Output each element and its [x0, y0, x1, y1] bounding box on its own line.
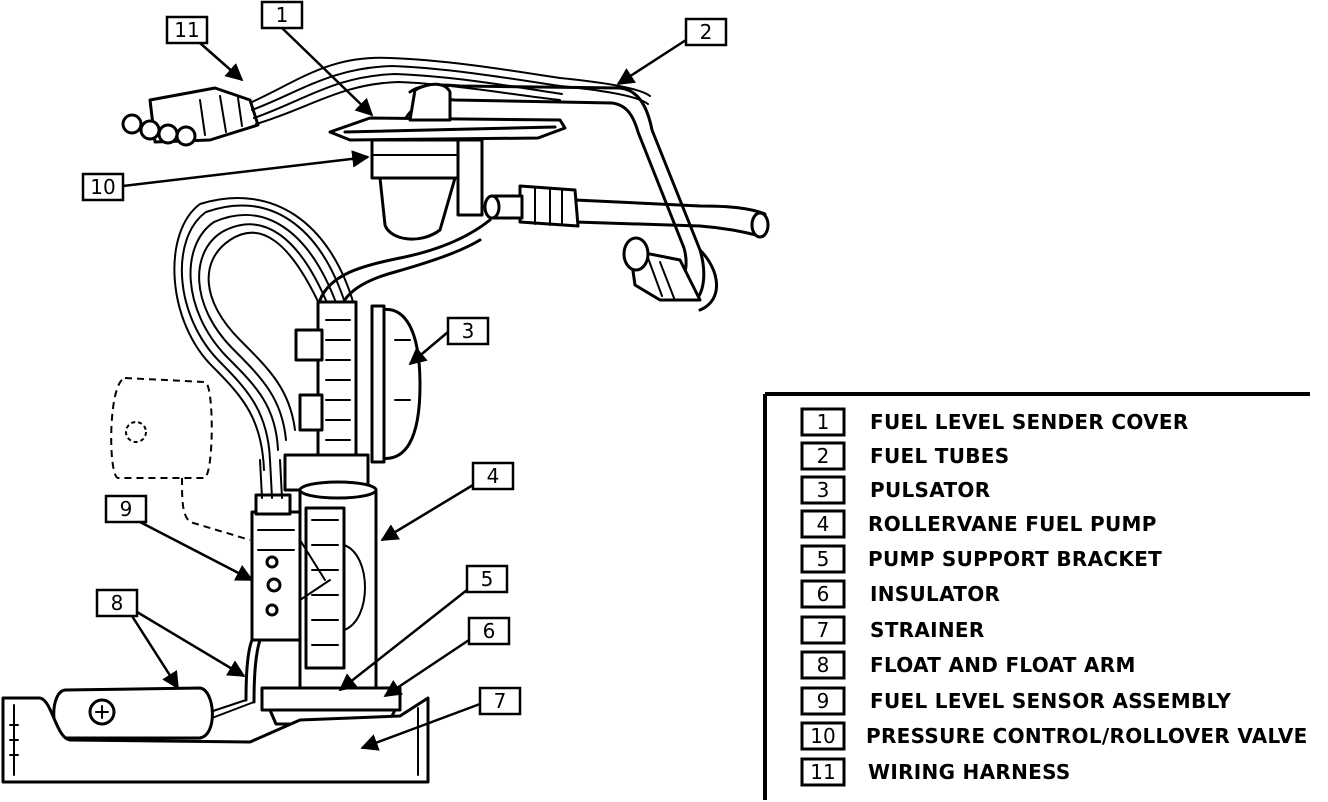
legend-item: 11 WIRING HARNESS [800, 757, 1071, 787]
legend-item: 8 FLOAT AND FLOAT ARM [800, 650, 1136, 680]
svg-text:7: 7 [494, 689, 507, 713]
callout-3: 3 [408, 316, 490, 366]
svg-text:10: 10 [810, 724, 835, 748]
callout-10: 10 [81, 150, 370, 202]
callout-4: 4 [380, 461, 515, 542]
svg-text:11: 11 [810, 760, 835, 784]
svg-text:PUMP SUPPORT BRACKET: PUMP SUPPORT BRACKET [868, 547, 1162, 571]
svg-text:5: 5 [817, 547, 830, 571]
legend-item: 5 PUMP SUPPORT BRACKET [800, 544, 1162, 574]
svg-text:PRESSURE CONTROL/ROLLOVER VALV: PRESSURE CONTROL/ROLLOVER VALVE [866, 724, 1308, 748]
legend-item: 7 STRAINER [800, 615, 985, 645]
legend-item: 9 FUEL LEVEL SENSOR ASSEMBLY [800, 686, 1231, 716]
callout-7: 7 [360, 686, 522, 751]
svg-text:2: 2 [700, 20, 713, 44]
callout-6: 6 [383, 616, 511, 698]
pulsator [370, 304, 422, 464]
legend-item: 10 PRESSURE CONTROL/ROLLOVER VALVE [800, 721, 1308, 751]
svg-text:STRAINER: STRAINER [870, 618, 985, 642]
rollervane-fuel-pump [298, 480, 378, 692]
svg-text:1: 1 [276, 3, 289, 27]
pressure-control-valve [370, 138, 484, 241]
legend-item: 2 FUEL TUBES [800, 441, 1009, 471]
float-raised-position [110, 376, 251, 541]
callout-1: 1 [260, 0, 374, 117]
callout-5: 5 [338, 564, 509, 692]
fuel-level-sensor-assembly [250, 459, 331, 642]
svg-text:FLOAT AND FLOAT ARM: FLOAT AND FLOAT ARM [870, 653, 1136, 677]
parts-legend: 1 FUEL LEVEL SENDER COVER 2 FUEL TUBES 3… [763, 392, 1310, 800]
float-and-float-arm [52, 638, 262, 740]
svg-text:2: 2 [817, 444, 830, 468]
svg-text:5: 5 [481, 567, 494, 591]
wiring-harness-connector [121, 56, 651, 147]
callout-11: 11 [165, 15, 244, 82]
svg-text:3: 3 [817, 478, 830, 502]
legend-item: 6 INSULATOR [800, 579, 1000, 609]
svg-text:11: 11 [174, 18, 199, 42]
svg-text:10: 10 [90, 175, 115, 199]
svg-text:ROLLERVANE FUEL PUMP: ROLLERVANE FUEL PUMP [868, 512, 1157, 536]
pump-wires [173, 197, 355, 471]
svg-text:9: 9 [120, 497, 133, 521]
svg-text:WIRING HARNESS: WIRING HARNESS [868, 760, 1071, 784]
svg-text:FUEL TUBES: FUEL TUBES [870, 444, 1009, 468]
svg-text:FUEL LEVEL SENDER COVER: FUEL LEVEL SENDER COVER [870, 410, 1189, 434]
pump-column [283, 300, 370, 492]
callout-labels: 11 1 2 10 3 4 9 [81, 0, 728, 751]
legend-item: 1 FUEL LEVEL SENDER COVER [800, 407, 1189, 437]
svg-text:8: 8 [817, 653, 830, 677]
callout-2: 2 [616, 17, 728, 86]
legend-item: 4 ROLLERVANE FUEL PUMP [800, 509, 1157, 539]
svg-text:6: 6 [483, 619, 496, 643]
strainer [1, 696, 430, 784]
svg-text:6: 6 [817, 582, 830, 606]
svg-text:FUEL LEVEL SENSOR ASSEMBLY: FUEL LEVEL SENSOR ASSEMBLY [870, 689, 1231, 713]
fuel-pump-illustration [1, 56, 770, 784]
svg-text:PULSATOR: PULSATOR [870, 478, 990, 502]
svg-text:9: 9 [817, 689, 830, 713]
svg-text:8: 8 [111, 591, 124, 615]
svg-text:4: 4 [487, 464, 500, 488]
callout-8: 8 [95, 588, 246, 690]
fuel-level-sender-cover [328, 82, 567, 142]
svg-text:1: 1 [817, 410, 830, 434]
callout-9: 9 [104, 494, 254, 582]
svg-text:3: 3 [462, 319, 475, 343]
legend-item: 3 PULSATOR [800, 475, 990, 505]
svg-text:4: 4 [817, 512, 830, 536]
svg-text:7: 7 [817, 618, 830, 642]
svg-text:INSULATOR: INSULATOR [870, 582, 1000, 606]
